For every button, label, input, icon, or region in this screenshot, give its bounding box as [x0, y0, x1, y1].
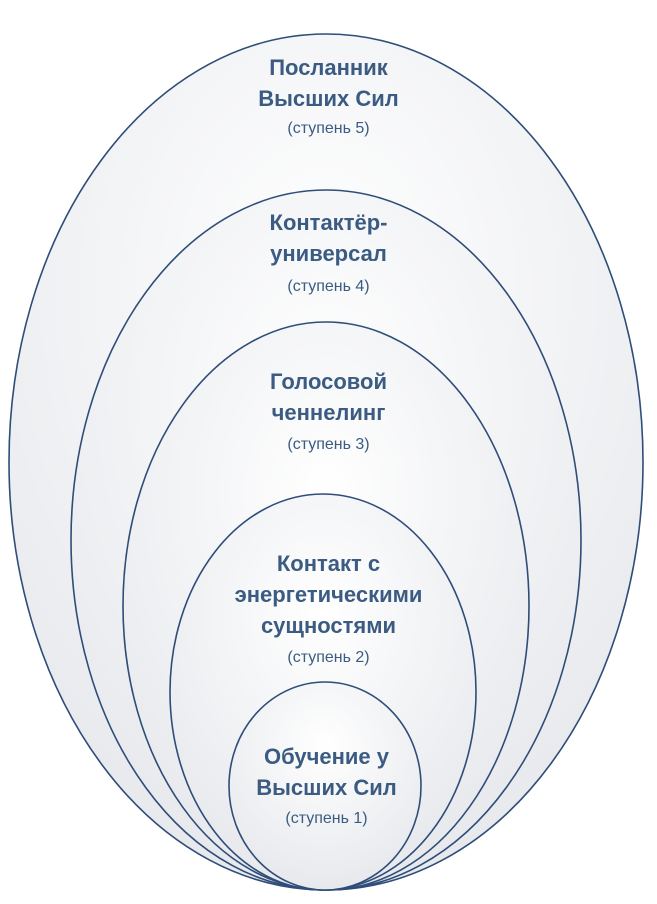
level-5-step: (ступень 5)	[287, 120, 370, 137]
level-1-label: Обучение у Высших Сил (ступень 1)	[0, 741, 655, 830]
level-2-title: Контакт с энергетическими сущностями	[234, 551, 423, 638]
level-1-title: Обучение у Высших Сил	[256, 744, 397, 800]
level-4-title: Контактёр- универсал	[269, 210, 388, 266]
level-3-label: Голосовой ченнелинг (ступень 3)	[0, 366, 657, 456]
level-5-label: Посланник Высших Сил (ступень 5)	[0, 52, 657, 140]
level-1-ellipse	[228, 681, 422, 891]
level-5-title: Посланник Высших Сил	[258, 55, 399, 111]
level-3-step: (ступень 3)	[287, 436, 370, 453]
level-2-label: Контакт с энергетическими сущностями (ст…	[0, 548, 657, 669]
level-1-step: (ступень 1)	[285, 810, 368, 827]
level-4-label: Контактёр- универсал (ступень 4)	[0, 207, 657, 298]
level-4-step: (ступень 4)	[287, 278, 370, 295]
level-2-step: (ступень 2)	[287, 649, 370, 666]
level-3-title: Голосовой ченнелинг	[270, 369, 387, 425]
